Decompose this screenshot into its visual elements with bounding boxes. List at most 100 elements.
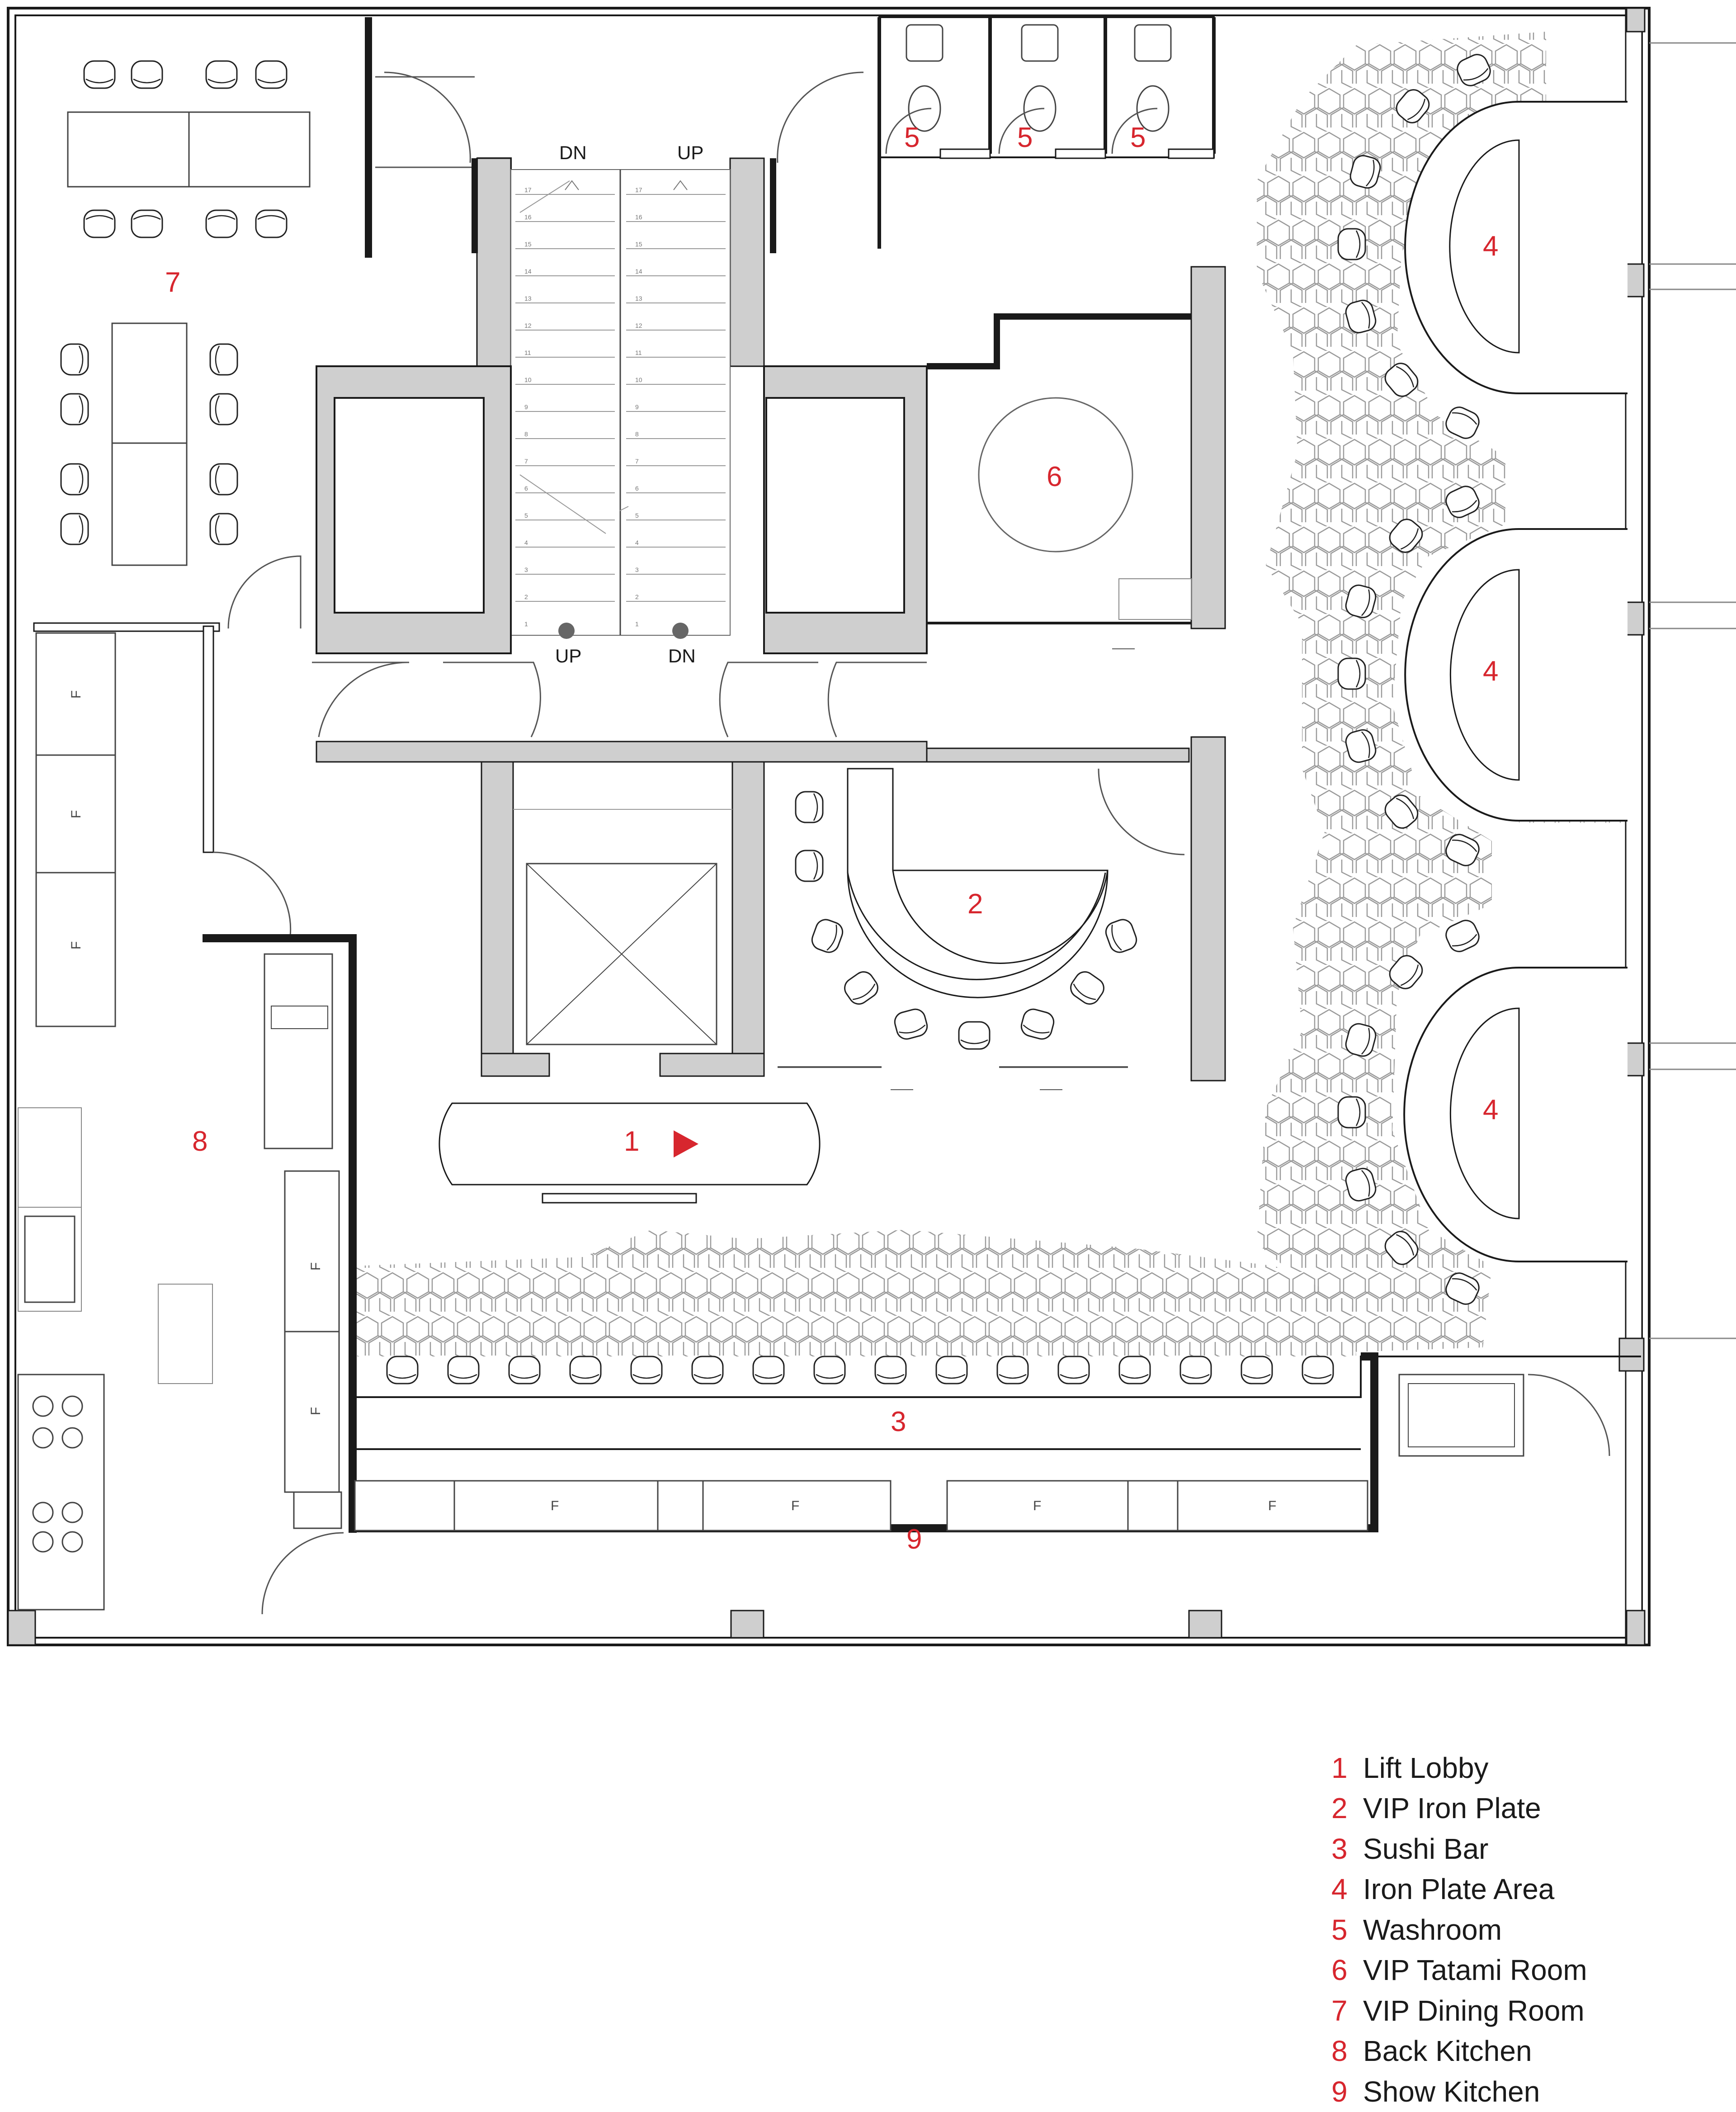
legend-item: 5 Washroom: [1331, 1909, 1702, 1950]
washrooms: [877, 16, 1216, 249]
svg-text:8: 8: [524, 430, 528, 438]
room-labels: 1 2 3 4 4 4 5 5 5 6 7 8 9: [165, 122, 1498, 1555]
fridge-label: F: [791, 1498, 799, 1513]
stair-label-dn-bottom: DN: [668, 645, 696, 666]
vip-tatami-room: [927, 266, 1226, 649]
fridge-label: F: [308, 1262, 323, 1271]
svg-text:4: 4: [635, 539, 639, 546]
svg-text:2: 2: [524, 593, 528, 600]
room-legend: 1 Lift Lobby 2 VIP Iron Plate 3 Sushi Bar 4…: [1331, 1748, 1702, 2112]
fridge-label: F: [1268, 1498, 1276, 1513]
svg-text:14: 14: [635, 268, 642, 275]
sushi-bar: [353, 1352, 1641, 1532]
svg-text:4: 4: [524, 539, 528, 546]
legend-label: Show Kitchen: [1363, 2075, 1540, 2108]
room-label-5b: 5: [1017, 122, 1033, 153]
legend-item: 4 Iron Plate Area: [1331, 1869, 1702, 1910]
legend-label: VIP Dining Room: [1363, 1994, 1585, 2027]
room-label-5c: 5: [1130, 122, 1146, 153]
room-label-4a: 4: [1483, 231, 1498, 262]
svg-text:11: 11: [635, 349, 642, 356]
svg-text:6: 6: [524, 485, 528, 492]
room-label-2: 2: [967, 888, 983, 920]
svg-text:3: 3: [635, 566, 639, 573]
stair-label-up-bottom: UP: [555, 645, 581, 666]
svg-text:5: 5: [524, 512, 528, 519]
svg-text:1: 1: [524, 620, 528, 628]
svg-text:11: 11: [524, 349, 531, 356]
legend-number: 5: [1331, 1913, 1348, 1946]
svg-text:9: 9: [524, 403, 528, 411]
svg-text:15: 15: [635, 241, 642, 248]
stair-labels: DN UP UP DN: [555, 142, 703, 666]
legend-item: 9 Show Kitchen: [1331, 2071, 1702, 2112]
legend-label: Lift Lobby: [1363, 1751, 1489, 1784]
svg-text:8: 8: [635, 430, 639, 438]
svg-text:3: 3: [524, 566, 528, 573]
legend-label: VIP Tatami Room: [1363, 1954, 1587, 1987]
room-label-4b: 4: [1483, 656, 1498, 687]
iron-plate-counters: [1403, 101, 1628, 1262]
svg-text:2: 2: [635, 593, 639, 600]
legend-label: Back Kitchen: [1363, 2035, 1532, 2068]
legend-number: 3: [1331, 1832, 1348, 1865]
legend-label: Sushi Bar: [1363, 1832, 1489, 1865]
lift-core: [312, 365, 928, 1204]
svg-text:13: 13: [524, 295, 532, 302]
room-label-8: 8: [192, 1126, 208, 1157]
back-kitchen: [17, 625, 357, 1615]
legend-item: 6 VIP Tatami Room: [1331, 1950, 1702, 1991]
svg-text:14: 14: [524, 268, 532, 275]
svg-text:16: 16: [524, 213, 532, 221]
svg-text:17: 17: [524, 186, 532, 194]
legend-number: 8: [1331, 2035, 1348, 2068]
fridge-labels: F F F F F F F F F: [69, 690, 1276, 1513]
room-label-9: 9: [906, 1524, 922, 1555]
legend-number: 6: [1331, 1954, 1348, 1987]
legend-number: 7: [1331, 1994, 1348, 2027]
legend-item: 7 VIP Dining Room: [1331, 1990, 1702, 2031]
room-label-4c: 4: [1483, 1094, 1498, 1125]
vip-iron-plate: [778, 736, 1226, 1090]
legend-label: Washroom: [1363, 1913, 1502, 1946]
legend-item: 2 VIP Iron Plate: [1331, 1788, 1702, 1829]
svg-text:10: 10: [635, 376, 642, 383]
svg-text:7: 7: [635, 458, 639, 465]
svg-text:6: 6: [635, 485, 639, 492]
vip-dining-room: [33, 17, 372, 632]
legend-number: 9: [1331, 2075, 1348, 2108]
svg-text:10: 10: [524, 376, 532, 383]
svg-text:1: 1: [635, 620, 639, 628]
svg-text:17: 17: [635, 186, 642, 194]
outer-walls: [7, 7, 1736, 1646]
fridge-label: F: [308, 1407, 323, 1415]
fridge-label: F: [69, 941, 84, 950]
stair-label-dn-top: DN: [559, 142, 587, 163]
room-label-3: 3: [891, 1406, 906, 1437]
room-label-5a: 5: [904, 122, 920, 153]
room-label-7: 7: [165, 267, 180, 298]
legend-label: VIP Iron Plate: [1363, 1792, 1541, 1825]
fridge-label: F: [69, 690, 84, 699]
svg-text:9: 9: [635, 403, 639, 411]
fridge-label: F: [69, 810, 84, 818]
legend-item: 3 Sushi Bar: [1331, 1829, 1702, 1869]
stair-label-up-top: UP: [677, 142, 703, 163]
svg-text:15: 15: [524, 241, 532, 248]
svg-text:13: 13: [635, 295, 642, 302]
legend-number: 1: [1331, 1751, 1348, 1784]
svg-text:7: 7: [524, 458, 528, 465]
fridge-label: F: [1033, 1498, 1041, 1513]
legend-label: Iron Plate Area: [1363, 1873, 1555, 1906]
show-kitchen: [354, 1480, 1368, 1531]
svg-text:12: 12: [524, 322, 532, 329]
legend-item: 1 Lift Lobby: [1331, 1748, 1702, 1788]
fridge-label: F: [551, 1498, 559, 1513]
legend-number: 2: [1331, 1792, 1348, 1825]
top-doors: [375, 71, 864, 253]
svg-text:12: 12: [635, 322, 642, 329]
legend-number: 4: [1331, 1873, 1348, 1906]
room-label-1: 1: [624, 1126, 639, 1157]
